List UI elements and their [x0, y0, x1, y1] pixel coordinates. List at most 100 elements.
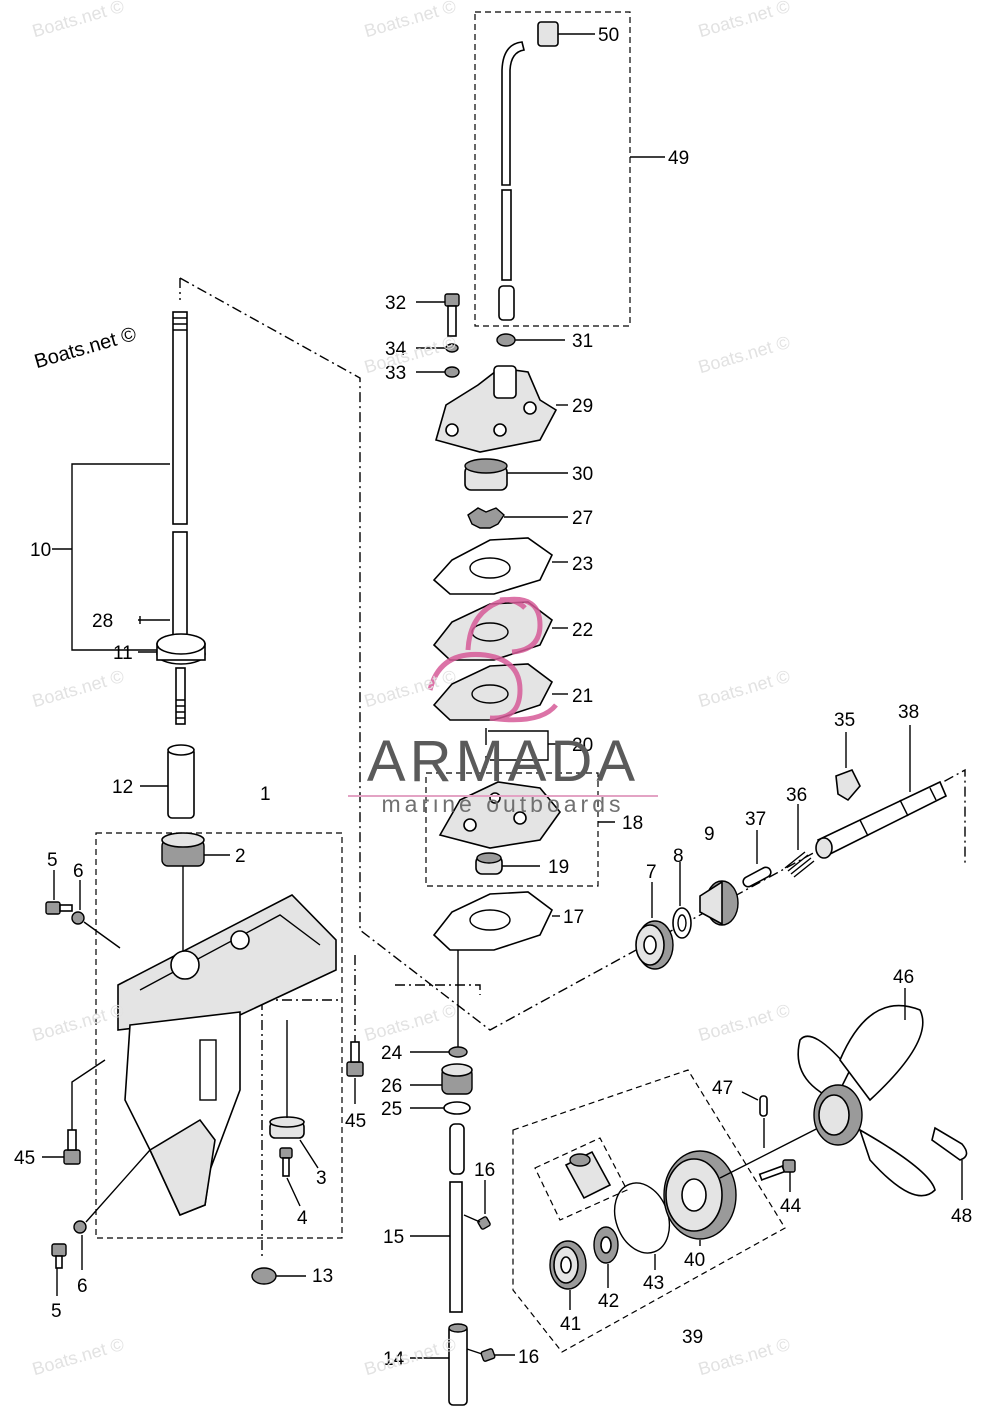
callout-8: 8 — [673, 846, 684, 867]
gear-housing — [117, 894, 337, 1217]
plug-13 — [251, 1267, 277, 1285]
pin-16-bottom — [480, 1348, 496, 1362]
bracket-10 — [52, 463, 170, 651]
washer-6-top — [71, 911, 85, 925]
bolt-5-bottom — [51, 1243, 67, 1269]
pump-housing-29 — [435, 365, 558, 453]
impeller-27 — [467, 507, 505, 529]
brand-logo-swirl — [427, 596, 558, 723]
callout-30: 30 — [572, 464, 593, 485]
screw-4 — [279, 1147, 293, 1177]
callout-40: 40 — [684, 1250, 705, 1271]
callout-4: 4 — [297, 1208, 308, 1229]
callout-5b: 5 — [51, 1301, 62, 1322]
callout-29: 29 — [572, 396, 593, 417]
callout-34: 34 — [385, 339, 407, 360]
thrust-washer-8 — [672, 907, 692, 939]
insert-cup-30 — [464, 458, 508, 491]
group-box-49 — [474, 11, 631, 327]
bearing-carrier-40 — [663, 1150, 737, 1240]
bolt-32 — [444, 293, 460, 337]
callout-41: 41 — [560, 1314, 581, 1335]
callout-labels: 1 2 3 4 5 5 6 6 7 8 9 10 11 12 13 14 15 … — [14, 25, 972, 1370]
callout-35: 35 — [834, 710, 855, 731]
brand-title: ARMADA — [366, 729, 640, 794]
spring-36 — [784, 851, 815, 878]
callout-25: 25 — [381, 1099, 402, 1120]
callout-2: 2 — [235, 846, 246, 867]
callout-48: 48 — [951, 1206, 972, 1227]
bolt-5-top — [45, 901, 73, 915]
washer-6-bottom — [73, 1220, 87, 1234]
ring-25 — [443, 1101, 471, 1115]
callout-31: 31 — [572, 331, 593, 352]
callout-15: 15 — [383, 1227, 404, 1248]
callout-50: 50 — [598, 25, 619, 46]
clutch-40-small — [564, 1150, 612, 1200]
callout-20: 20 — [572, 735, 593, 756]
oil-seal-19 — [475, 852, 503, 875]
callout-47: 47 — [712, 1078, 733, 1099]
rod-coupler-50 — [537, 21, 559, 47]
brand-logo: ARMADA marine outboards — [348, 732, 658, 816]
group-box-1 — [95, 832, 343, 1239]
callout-32: 32 — [385, 293, 406, 314]
callout-12: 12 — [112, 777, 133, 798]
callout-23: 23 — [572, 554, 593, 575]
callout-17: 17 — [563, 907, 584, 928]
callout-22: 22 — [572, 620, 593, 641]
gasket-21 — [432, 663, 554, 721]
clip-35 — [835, 768, 861, 802]
callout-24: 24 — [381, 1043, 403, 1064]
callout-27: 27 — [572, 508, 593, 529]
propeller-shaft-38 — [815, 780, 948, 859]
callout-26: 26 — [381, 1076, 402, 1097]
callout-6a: 6 — [73, 861, 84, 882]
drive-shaft — [172, 311, 188, 725]
group-box-39 — [512, 1069, 786, 1353]
guide-line-housing — [261, 955, 481, 1260]
callout-44: 44 — [780, 1196, 802, 1217]
bolt-45-left — [63, 1129, 81, 1165]
brand-divider — [348, 795, 658, 797]
pin-16-top — [477, 1216, 491, 1230]
callout-3: 3 — [316, 1168, 327, 1189]
pin-28 — [138, 616, 170, 624]
callout-5a: 5 — [47, 850, 58, 871]
callout-45a: 45 — [14, 1148, 35, 1169]
sleeve-12 — [167, 744, 195, 819]
shift-rod — [498, 41, 525, 321]
seal-42 — [593, 1226, 619, 1264]
pump-base-18 — [438, 781, 562, 849]
pin-47 — [759, 1095, 768, 1117]
shift-cam-14 — [448, 1323, 468, 1406]
callout-19: 19 — [548, 857, 569, 878]
callout-13: 13 — [312, 1266, 333, 1287]
callout-16b: 16 — [518, 1347, 539, 1368]
pin-37 — [742, 866, 772, 888]
grommet-31 — [496, 333, 516, 347]
callout-6b: 6 — [77, 1276, 88, 1297]
callout-21: 21 — [572, 686, 593, 707]
bolt-44 — [758, 1159, 796, 1181]
group-box-18 — [425, 772, 599, 887]
guide-line-shaft — [179, 277, 966, 1031]
callout-16a: 16 — [474, 1160, 495, 1181]
bearing-2 — [161, 832, 205, 867]
shift-shaft-15 — [449, 1123, 465, 1313]
cotter-pin-48 — [931, 1126, 968, 1161]
plug-3 — [269, 1116, 305, 1139]
group-box-39-inner — [534, 1137, 628, 1221]
callout-37: 37 — [745, 809, 766, 830]
callout-7: 7 — [646, 862, 657, 883]
callout-33: 33 — [385, 363, 406, 384]
bolt-45-right — [346, 1041, 364, 1077]
callout-43: 43 — [643, 1273, 664, 1294]
propeller-46 — [797, 1004, 936, 1197]
callout-46: 46 — [893, 967, 914, 988]
callout-36: 36 — [786, 785, 807, 806]
callout-38: 38 — [898, 702, 919, 723]
callout-9: 9 — [704, 824, 715, 845]
